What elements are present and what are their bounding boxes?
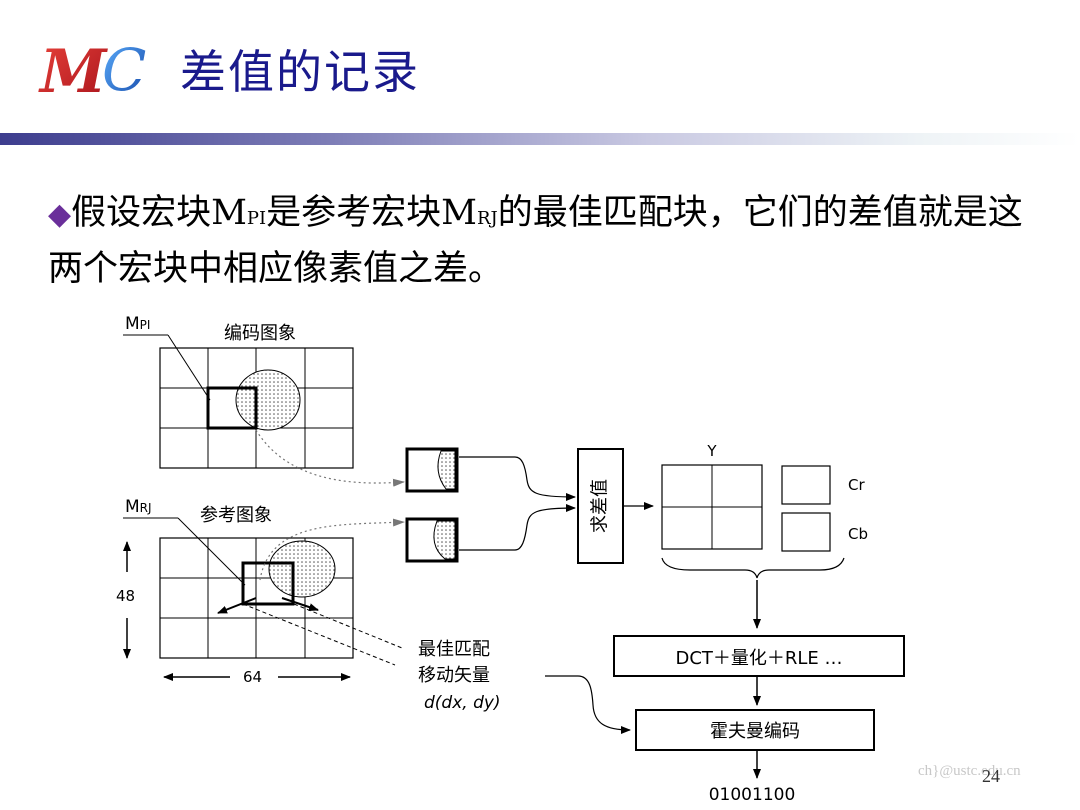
watermark: ch}@ustc.edu.cn	[918, 763, 1021, 779]
motion-vector-formula: d(dx, dy)	[424, 693, 501, 713]
dct-box	[613, 635, 905, 677]
output-bitstream: 01001100	[709, 785, 796, 805]
y-label: Y	[706, 442, 717, 460]
height-dimension-label: 48	[116, 587, 135, 605]
encoded-image-grid	[159, 347, 354, 469]
svg-text:M: M	[38, 38, 108, 104]
mc-logo: M C	[38, 38, 146, 104]
encoded-macroblock	[405, 447, 459, 493]
dct-box-label: DCT＋量化＋RLE …	[675, 648, 842, 669]
difference-box-label: 求差值	[590, 479, 611, 533]
bullet-paragraph: ◆假设宏块MPI是参考宏块MRJ的最佳匹配块，它们的差值就是这两个宏块中相应像素…	[48, 193, 1023, 289]
motion-vector-label-line1: 最佳匹配	[418, 639, 490, 660]
y-block	[661, 464, 763, 550]
motion-compensation-diagram: MPI 编码图象 MRJ 参考图象 48 64 求差值	[116, 314, 905, 805]
slide-title: 差值的记录	[180, 45, 420, 99]
reference-image-label: 参考图象	[200, 505, 272, 526]
mrj-label: MRJ	[125, 497, 152, 517]
difference-box	[577, 448, 624, 564]
reference-image-grid	[159, 537, 354, 659]
width-dimension-label: 64	[243, 668, 262, 686]
title-divider	[0, 133, 1080, 145]
huffman-box-label: 霍夫曼编码	[710, 721, 800, 742]
svg-text:C: C	[102, 38, 146, 104]
encoded-image-label: 编码图象	[224, 323, 296, 344]
reference-macroblock	[405, 517, 459, 563]
cb-label: Cb	[848, 525, 868, 543]
diamond-bullet-icon: ◆	[48, 197, 72, 232]
cr-block	[781, 465, 831, 505]
motion-vector-label-line2: 移动矢量	[418, 665, 490, 686]
huffman-box	[635, 709, 875, 751]
cb-block	[781, 512, 831, 552]
mpi-label: MPI	[125, 314, 150, 334]
cr-label: Cr	[848, 476, 865, 494]
page-number: 24	[982, 766, 1000, 786]
